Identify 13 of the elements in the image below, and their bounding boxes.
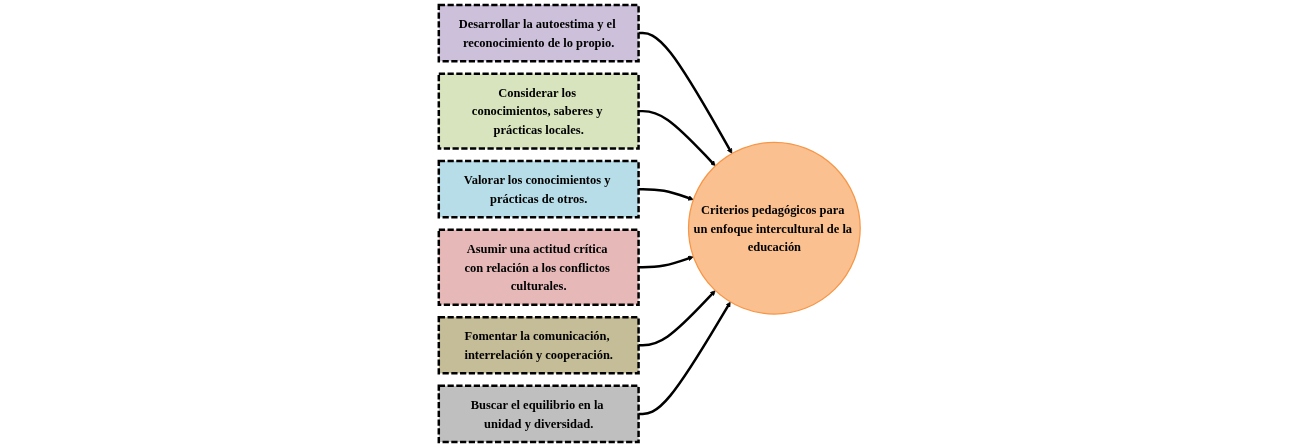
- node-box: Buscar el equilibrio en la unidad y diversidad.: [437, 384, 640, 444]
- node-circle: Criterios pedagógicos para un enfoque intercultural de la educación: [687, 141, 861, 315]
- arrow: [638, 187, 694, 201]
- node-box: Asumir una actitud crítica con relación a los conflictos culturales.: [437, 228, 640, 306]
- arrow: [638, 31, 733, 154]
- arrow: [638, 301, 731, 416]
- node-box: Fomentar la comunicación, interrelación y cooperación.: [437, 315, 640, 375]
- node-box: Considerar los conocimientos, saberes y prácticas locales.: [437, 72, 640, 150]
- arrow: [638, 290, 716, 347]
- arrow: [638, 255, 694, 269]
- node-box: Valorar los conocimientos y prácticas de otros.: [437, 159, 640, 219]
- arrow: [638, 109, 716, 167]
- node-box: Desarrollar la autoestima y el reconocimiento de lo propio.: [437, 3, 640, 63]
